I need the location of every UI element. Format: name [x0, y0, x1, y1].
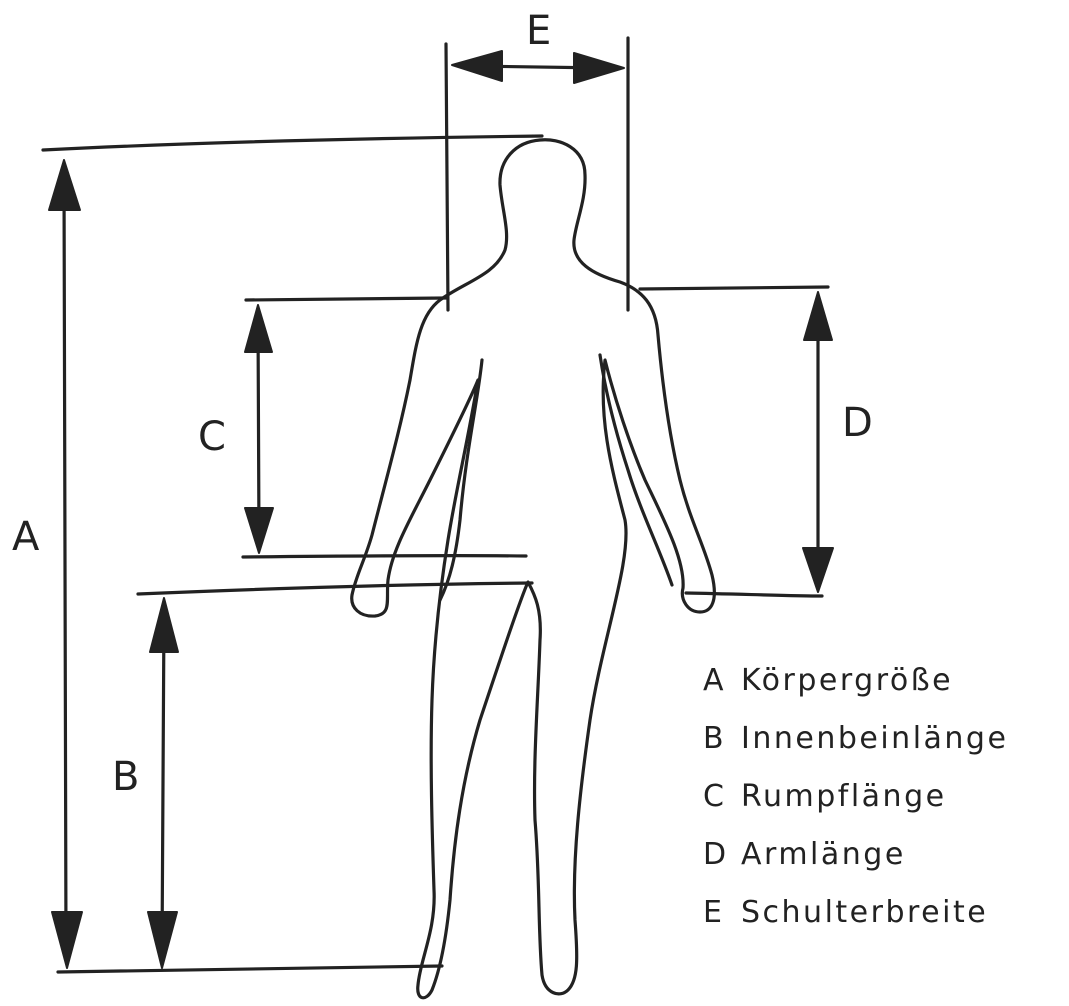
- dimension-b-top-line: [138, 583, 532, 594]
- dimension-d-arrow-down: [803, 548, 833, 592]
- dimension-e-lines: [446, 38, 628, 310]
- legend-key: A: [703, 656, 741, 706]
- dimension-a-arrow-shaft: [64, 175, 66, 950]
- legend-label: Innenbeinlänge: [741, 721, 1008, 756]
- dimension-d-lines: [640, 287, 833, 596]
- dimension-label-e: E: [526, 8, 551, 54]
- legend-key: E: [703, 888, 741, 938]
- legend-label: Rumpflänge: [741, 779, 947, 814]
- legend-label: Schulterbreite: [741, 895, 988, 930]
- dimension-a-arrow-up: [49, 160, 80, 210]
- dimension-c-arrow-up: [245, 305, 272, 352]
- dimension-d-arrow-up: [804, 292, 832, 340]
- dimension-b-arrow-down: [148, 912, 177, 968]
- dimension-b-arrow-shaft: [162, 610, 164, 955]
- dimension-e-left-line: [446, 44, 448, 310]
- legend-label: Armlänge: [741, 837, 906, 872]
- dimension-c-lines: [243, 298, 526, 557]
- dimension-a-bottom-line: [58, 966, 442, 972]
- legend-key: B: [703, 714, 741, 764]
- figure-right-inner-arm: [600, 355, 672, 585]
- dimension-a-arrow-down: [52, 912, 82, 968]
- figure-left-inner-arm: [440, 360, 482, 600]
- legend-key: D: [703, 830, 741, 880]
- dimension-b-lines: [138, 583, 532, 968]
- dimension-c-arrow-down: [245, 508, 273, 553]
- dimension-label-a: A: [12, 514, 40, 560]
- dimension-e-arrow-left: [452, 51, 502, 81]
- dimension-label-b: B: [112, 754, 139, 800]
- legend-label: Körpergröße: [741, 663, 953, 698]
- legend-key: C: [703, 772, 741, 822]
- figure-body-outline: [352, 140, 715, 998]
- dimension-d-top-line: [640, 287, 828, 289]
- dimension-c-bottom-line: [243, 556, 526, 557]
- dimension-label-d: D: [842, 400, 873, 446]
- dimension-a-top-line: [43, 136, 542, 150]
- dimension-a-lines: [43, 136, 542, 972]
- human-figure-outline: [352, 140, 715, 998]
- dimension-e-arrow-right: [574, 53, 624, 83]
- dimension-b-arrow-up: [150, 598, 178, 652]
- dimension-c-top-line: [246, 298, 446, 300]
- dimension-label-c: C: [198, 414, 226, 460]
- dimension-d-bottom-line: [686, 593, 822, 596]
